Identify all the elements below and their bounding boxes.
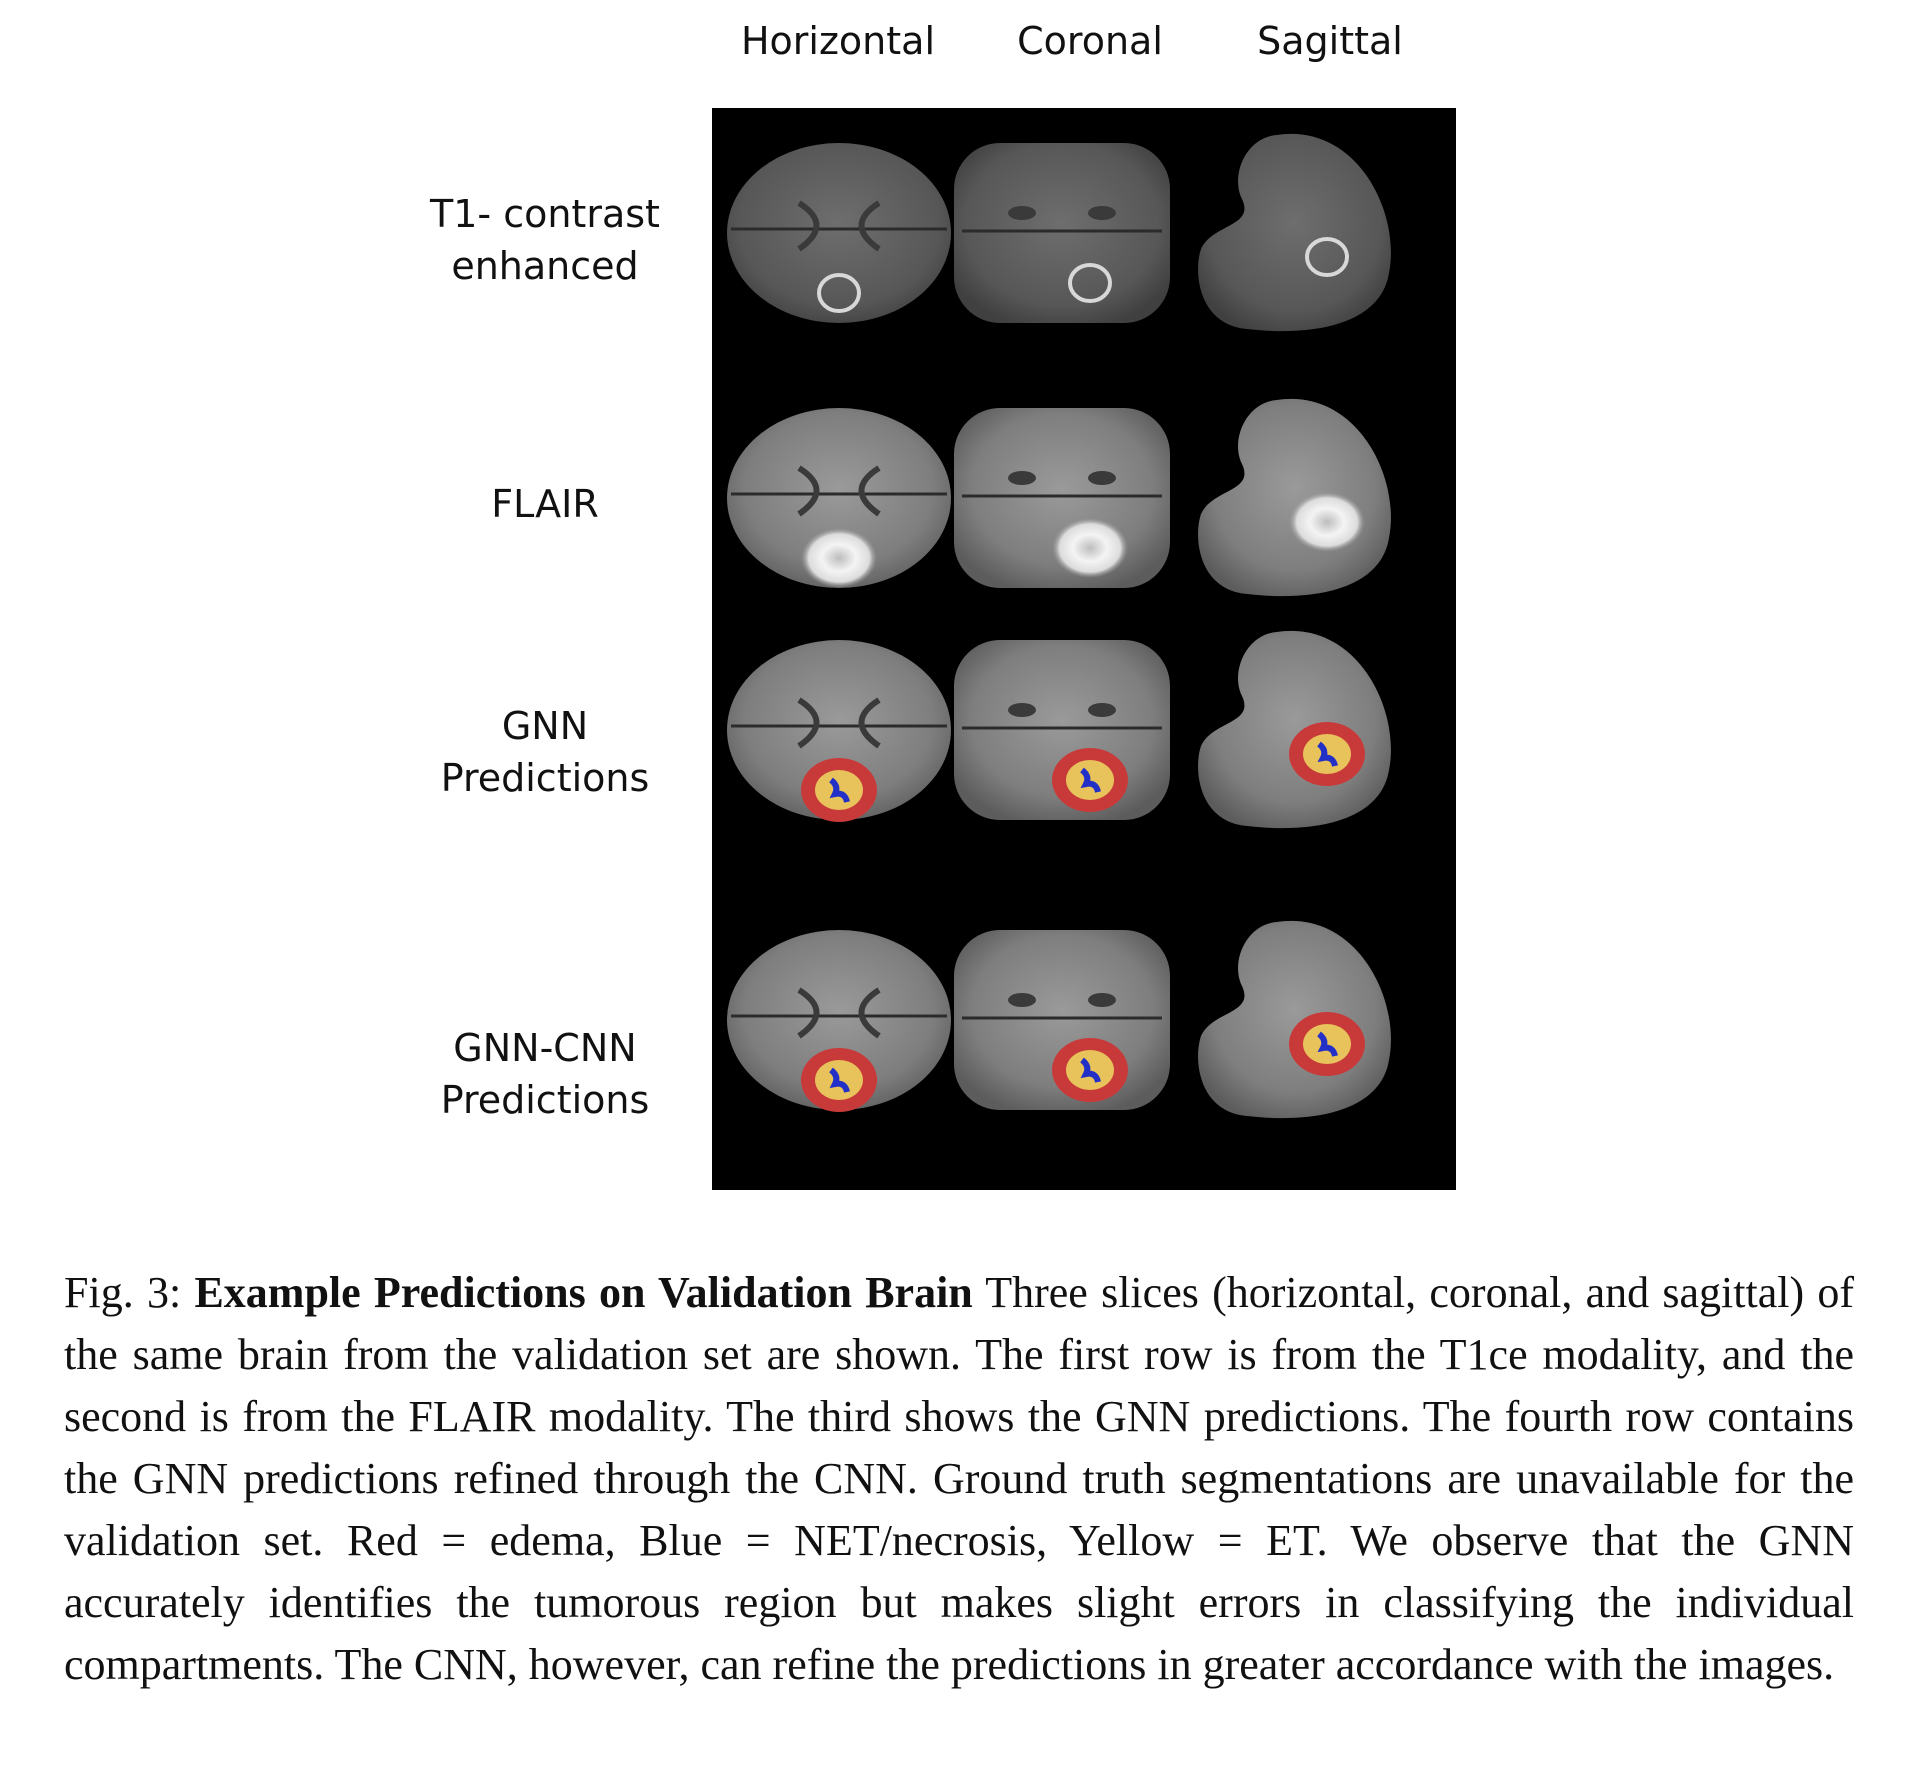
necrosis-region [1080, 767, 1101, 793]
necrosis-region [829, 777, 850, 803]
ventricle-right [1088, 993, 1116, 1007]
flair-hyperintensity [1052, 518, 1128, 578]
brain-tissue [954, 143, 1170, 323]
brain-tissue [1198, 398, 1391, 597]
column-label-horizontal: Horizontal [740, 19, 936, 63]
slice-gnn-horizontal [727, 640, 951, 822]
column-label-coronal: Coronal [1017, 19, 1163, 63]
flair-hyperintensity [1289, 492, 1365, 552]
ventricle-right [1088, 206, 1116, 220]
brain-tissue [727, 143, 951, 323]
ventricle-left [1008, 206, 1036, 220]
mri-image-grid [712, 108, 1456, 1190]
ventricle-right [1088, 471, 1116, 485]
brain-tissue [1198, 920, 1391, 1119]
slice-flair-sagittal [1198, 398, 1391, 597]
caption-title: Example Predictions on Validation Brain [194, 1268, 973, 1317]
necrosis-region [1317, 741, 1338, 767]
ventricle-left [1008, 471, 1036, 485]
slice-gnn-cnn-coronal [954, 930, 1170, 1110]
slice-gnn-coronal [954, 640, 1170, 820]
caption-prefix: Fig. 3: [64, 1268, 195, 1317]
slice-t1ce-horizontal [727, 143, 951, 323]
necrosis-region [829, 1067, 850, 1093]
ventricles [797, 987, 881, 1039]
row-label-t1ce: T1- contrast enhanced [400, 188, 690, 292]
column-label-sagittal: Sagittal [1257, 19, 1403, 63]
row-label-gnn-line-1: GNN [501, 704, 589, 748]
row-label-gnn-cnn-line-1: GNN-CNN [453, 1026, 637, 1070]
flair-hyperintensity [801, 528, 877, 588]
ventricle-left [1008, 703, 1036, 717]
necrosis-region [1317, 1031, 1338, 1057]
brain-tissue [1198, 133, 1391, 332]
slice-flair-horizontal [727, 408, 951, 588]
row-label-flair: FLAIR [400, 478, 690, 530]
enhancing-lesion [1305, 237, 1349, 277]
row-label-t1ce-line-2: enhanced [451, 244, 639, 288]
caption-body: Three slices (horizontal, coronal, and s… [64, 1268, 1855, 1689]
slice-gnn-sagittal [1198, 630, 1391, 829]
slice-t1ce-sagittal [1198, 133, 1391, 332]
necrosis-region [1080, 1057, 1101, 1083]
row-label-flair-line-1: FLAIR [491, 482, 599, 526]
row-label-gnn-cnn: GNN-CNN Predictions [400, 1022, 690, 1126]
figure-caption: Fig. 3: Example Predictions on Validatio… [64, 1262, 1854, 1696]
brain-tissue [727, 930, 951, 1110]
ventricles [797, 697, 881, 749]
slice-t1ce-coronal [954, 143, 1170, 323]
slice-gnn-cnn-horizontal [727, 930, 951, 1112]
ventricle-left [1008, 993, 1036, 1007]
ventricles [797, 200, 881, 252]
ventricle-right [1088, 703, 1116, 717]
row-label-gnn-cnn-line-2: Predictions [440, 1078, 650, 1122]
row-label-gnn-line-2: Predictions [440, 756, 650, 800]
enhancing-lesion [1068, 263, 1112, 303]
enhancing-lesion [817, 273, 861, 313]
slice-gnn-cnn-sagittal [1198, 920, 1391, 1119]
row-label-gnn: GNN Predictions [400, 700, 690, 804]
mri-image-grid-svg [727, 133, 1391, 1119]
brain-tissue [1198, 630, 1391, 829]
brain-tissue [727, 640, 951, 820]
row-label-t1ce-line-1: T1- contrast [430, 192, 660, 236]
ventricles [797, 465, 881, 517]
brain-tissue [727, 408, 951, 588]
slice-flair-coronal [954, 408, 1170, 588]
